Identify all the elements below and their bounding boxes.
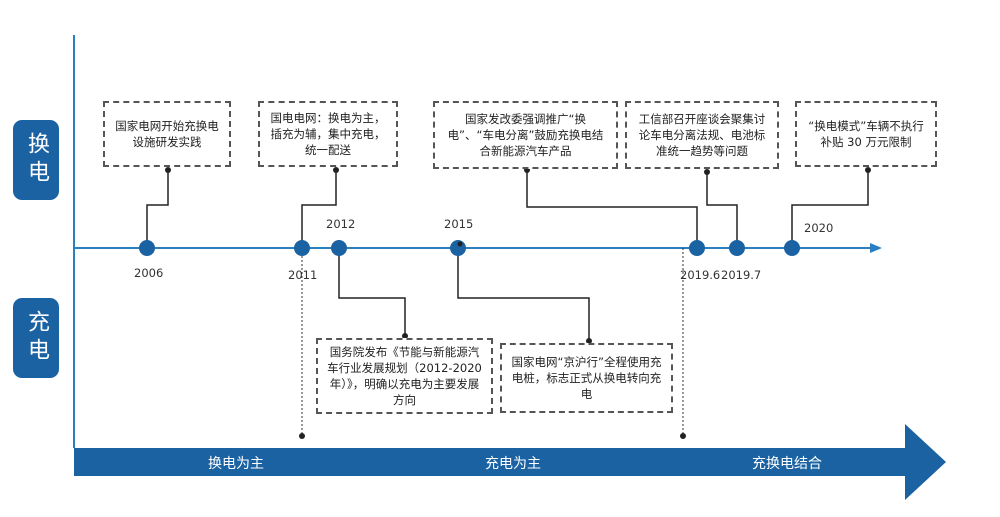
year-label-2019-6: 2019.6 (680, 268, 721, 282)
connector-dot-2015 (586, 338, 592, 344)
divider-2019-dot (680, 433, 686, 439)
node-2012 (331, 240, 347, 256)
event-note-2011: 国电电网：换电为主，插充为辅，集中充电，统一配送 (258, 101, 398, 167)
charge-label: 充电 (13, 298, 59, 378)
node-2015 (450, 240, 466, 256)
connector-2015 (457, 248, 590, 341)
node-2011 (294, 240, 310, 256)
phase-arrow (74, 424, 946, 500)
year-label-2011: 2011 (288, 268, 318, 282)
node-2019-6 (689, 240, 705, 256)
node-2006 (139, 240, 155, 256)
connector-dot-2006 (165, 167, 171, 173)
year-label-2006: 2006 (134, 266, 164, 280)
year-label-2020: 2020 (804, 221, 834, 235)
connector-2012 (338, 248, 406, 336)
connector-2011 (301, 170, 337, 248)
swap-label: 换电 (13, 120, 59, 200)
event-note-2006: 国家电网开始充换电设施研发实践 (103, 101, 231, 167)
connector-2019-6 (526, 170, 698, 248)
phase-label-combined: 充换电结合 (752, 456, 822, 472)
node-2020 (784, 240, 800, 256)
connector-2020 (791, 170, 869, 248)
event-note-2019-6: 国家发改委强调推广“换电”、“车电分离”鼓励充换电结合新能源汽车产品 (433, 101, 618, 169)
connector-2006 (146, 170, 169, 248)
phase-label-swap: 换电为主 (208, 456, 264, 472)
connector-dot-2011 (333, 167, 339, 173)
phase-label-charge: 充电为主 (485, 456, 541, 472)
event-note-2012: 国务院发布《节能与新能源汽车行业发展规划（2012-2020 年）》，明确以充电… (316, 338, 493, 414)
event-note-2015: 国家电网“京沪行”全程使用充电桩，标志正式从换电转向充电 (500, 343, 673, 413)
divider-2011-dot (299, 433, 305, 439)
year-label-2019-7: 2019.7 (721, 268, 762, 282)
year-label-2012: 2012 (326, 217, 356, 231)
connector-dot-2020 (865, 167, 871, 173)
node-2015-dot (457, 241, 463, 247)
event-note-2019-7: 工信部召开座谈会聚集讨论车电分离法规、电池标准统一趋势等问题 (625, 101, 779, 169)
event-note-2020: “换电模式”车辆不执行补贴 30 万元限制 (795, 101, 937, 167)
connector-2019-7 (706, 172, 738, 248)
connector-dot-2019-7 (704, 169, 710, 175)
year-label-2015: 2015 (444, 217, 474, 231)
connector-dot-2012 (402, 333, 408, 339)
node-2019-7 (729, 240, 745, 256)
timeline-arrowhead (870, 243, 882, 253)
